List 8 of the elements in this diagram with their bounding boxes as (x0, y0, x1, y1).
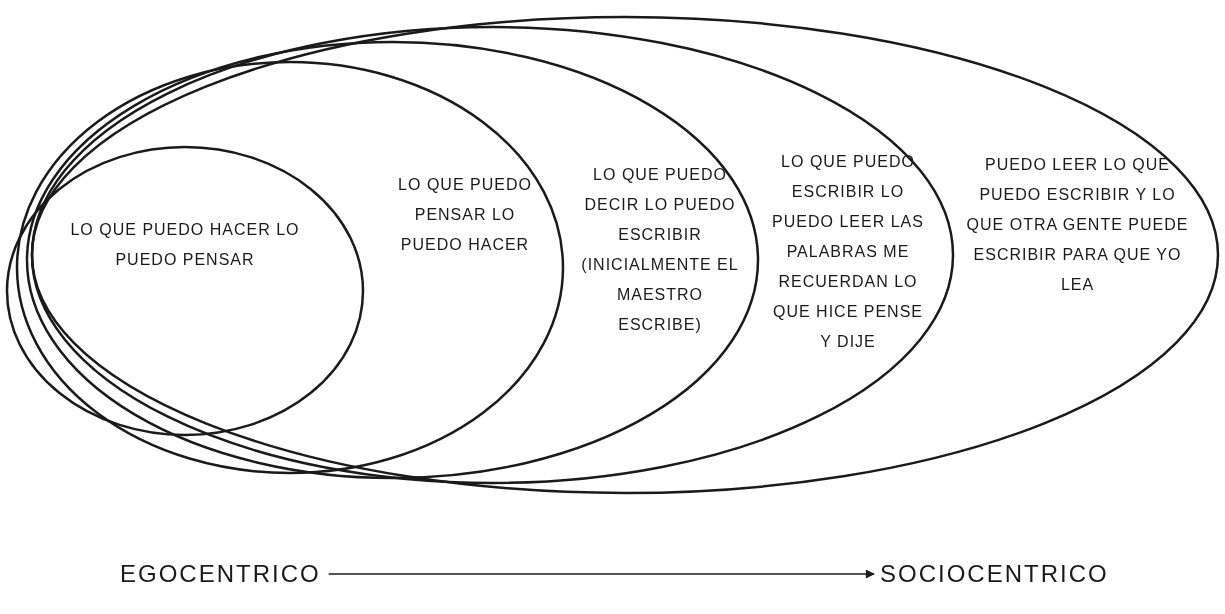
oval-text: LO QUE PUEDO PENSAR LO PUEDO HACER (397, 175, 533, 255)
oval-text: PUEDO LEER LO QUE PUEDO ESCRIBIR Y LO QUE OTRA GENTE PUEDE ESCRIBIR PARA QUE YO LEA (965, 155, 1190, 295)
arrow (327, 569, 875, 579)
end-label: SOCIOCENTRICO (880, 556, 1109, 592)
oval-text: LO QUE PUEDO ESCRIBIR LO PUEDO LEER LAS PALABRAS ME RECUERDAN LO QUE HICE PENSE Y DIJE (771, 152, 925, 352)
oval-text: LO QUE PUEDO DECIR LO PUEDO ESCRIBIR (INICIALMENTE EL MAESTRO ESCRIBE) (580, 165, 740, 335)
end-label: EGOCENTRICO (120, 556, 321, 592)
oval-text: LO QUE PUEDO HACER LO PUEDO PENSAR (70, 220, 300, 270)
